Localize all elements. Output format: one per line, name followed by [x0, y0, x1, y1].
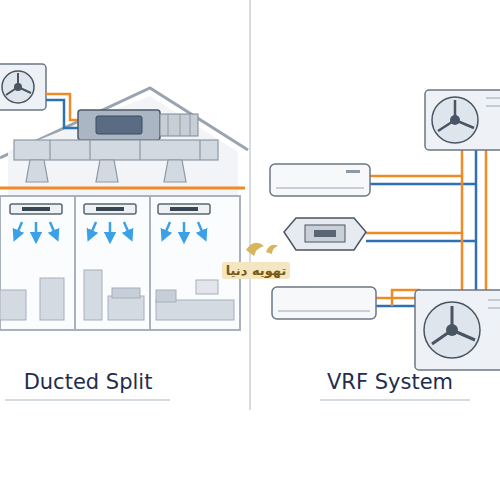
ceiling-vent: [10, 204, 210, 214]
cassette-unit: [284, 218, 366, 250]
watermark: تهویه دنیا: [222, 262, 291, 279]
system-title: VRF System: [327, 370, 453, 394]
refrigerant-line: [366, 150, 486, 306]
divider: [249, 0, 251, 410]
wall-unit: [270, 164, 370, 196]
house: [0, 88, 248, 330]
ductwork: [14, 140, 218, 182]
outdoor-unit: [425, 90, 500, 150]
watermark-emblem: [246, 243, 278, 256]
airflow-arrow: [16, 222, 204, 238]
system-title: Ducted Split: [24, 370, 153, 394]
outdoor-unit: [0, 64, 46, 110]
duct-unit: [78, 110, 198, 140]
outdoor-unit: [415, 290, 500, 370]
furniture: [0, 270, 234, 320]
wall-unit: [272, 287, 376, 319]
